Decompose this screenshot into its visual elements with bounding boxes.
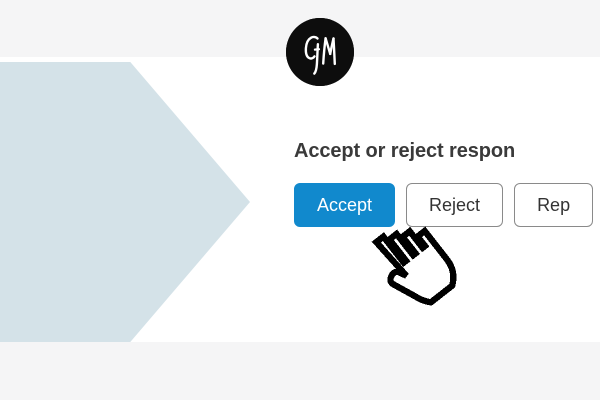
accept-button[interactable]: Accept <box>294 183 396 227</box>
quote-date: ...uary 2019 <box>0 174 250 196</box>
reject-button[interactable]: Reject <box>406 183 504 227</box>
brand-logo[interactable] <box>286 18 354 86</box>
action-area: Accept or reject respon Accept Reject Re… <box>294 140 600 227</box>
action-title: Accept or reject respon <box>294 140 516 162</box>
gm-monogram-logo-icon <box>286 18 354 86</box>
reply-button[interactable]: Rep <box>514 183 594 227</box>
quote-body-line-1: ...onsectetuer <box>0 212 250 236</box>
action-button-row: Accept Reject Rep <box>294 183 600 227</box>
